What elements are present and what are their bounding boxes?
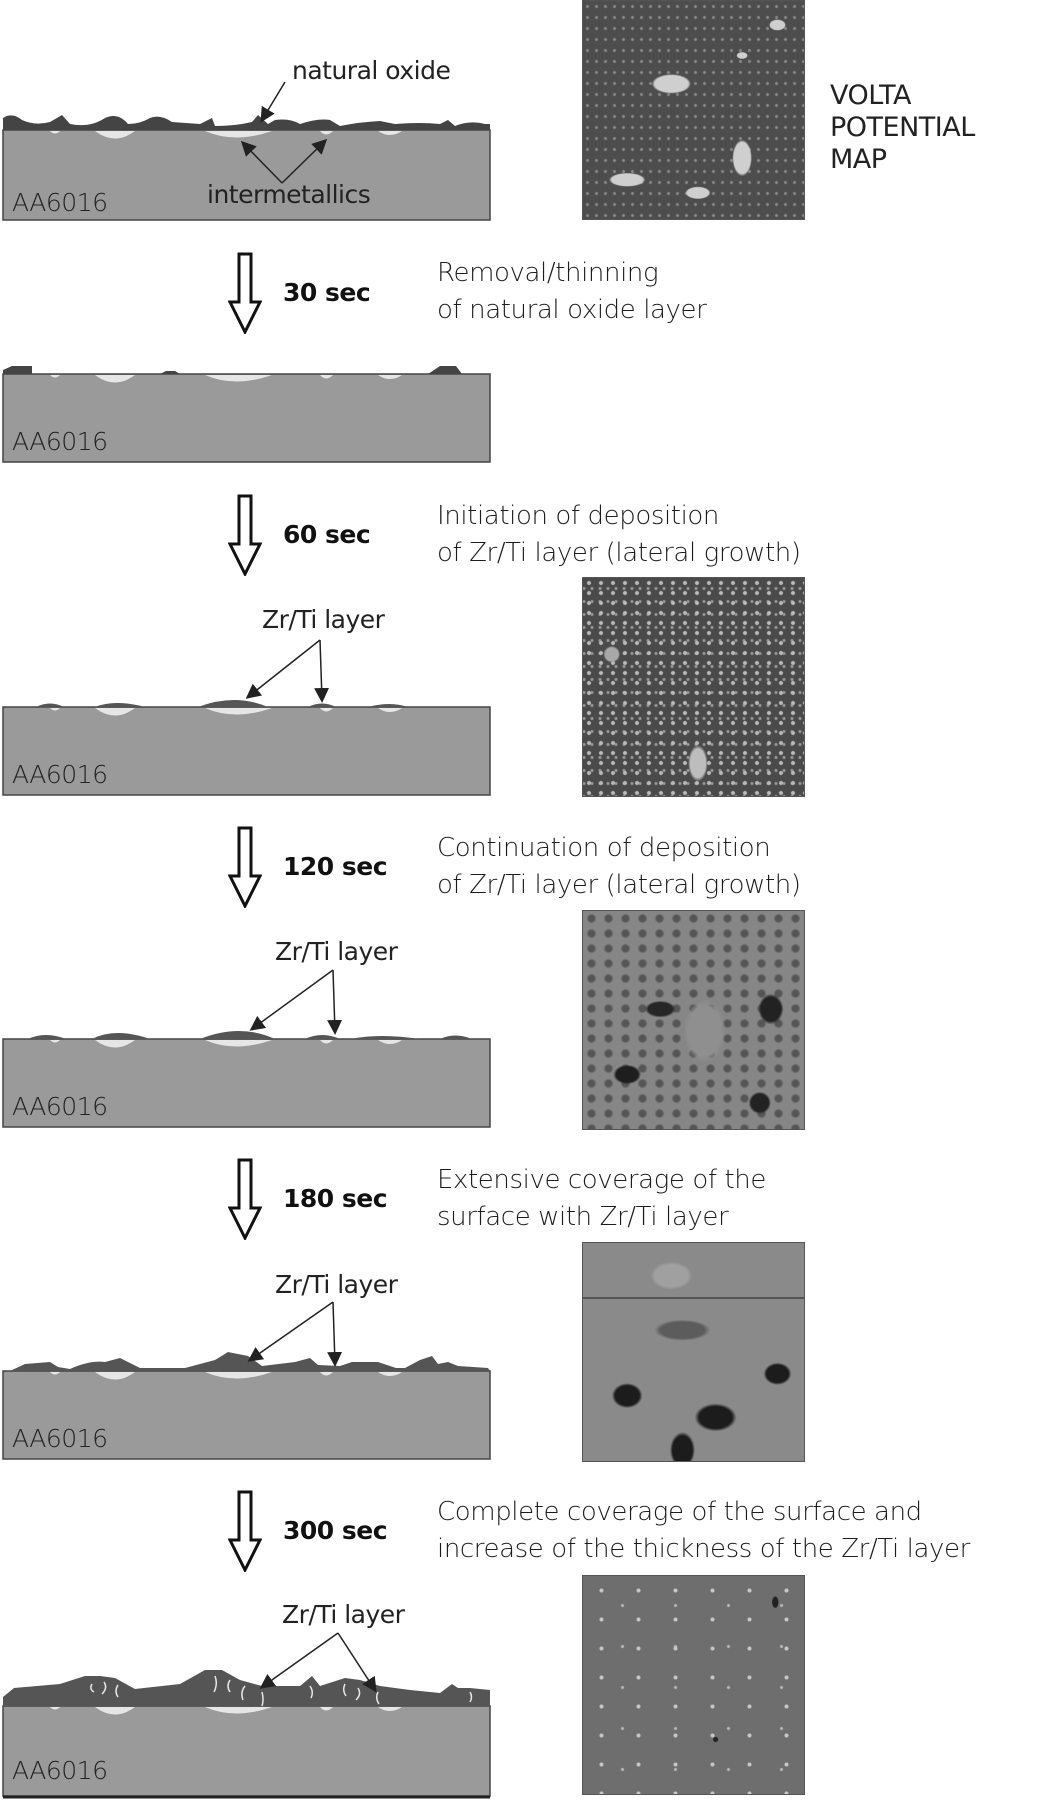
step-desc-300: Complete coverage of the surface and inc… xyxy=(437,1494,970,1568)
step-time-30: 30 sec xyxy=(283,278,371,307)
desc-line1: Continuation of deposition xyxy=(437,833,771,863)
substrate-label: AA6016 xyxy=(12,427,108,456)
substrate-label: AA6016 xyxy=(12,760,108,789)
step-time-180: 180 sec xyxy=(283,1184,388,1213)
step-desc-180: Extensive coverage of the surface with Z… xyxy=(437,1162,766,1236)
down-arrow-icon xyxy=(228,252,262,334)
volta-potential-map-180s xyxy=(582,1242,805,1462)
desc-line1: Extensive coverage of the xyxy=(437,1165,766,1195)
desc-line1: Complete coverage of the surface and xyxy=(437,1497,922,1527)
zr-ti-layer-callout: Zr/Ti layer xyxy=(282,1600,405,1629)
cross-section-30s xyxy=(2,366,491,463)
step-time-300: 300 sec xyxy=(283,1516,388,1545)
volta-potential-map-initial xyxy=(582,0,805,220)
down-arrow-icon xyxy=(228,494,262,576)
intermetallic-callout-arrow-right xyxy=(281,138,328,184)
down-arrow-icon xyxy=(228,1490,262,1572)
step-desc-120: Continuation of deposition of Zr/Ti laye… xyxy=(437,830,801,904)
volta-potential-map-60s xyxy=(582,577,805,797)
initial-cross-section xyxy=(2,81,491,221)
substrate-label: AA6016 xyxy=(12,188,108,217)
substrate-label: AA6016 xyxy=(12,1424,108,1453)
desc-line1: Initiation of deposition xyxy=(437,501,719,531)
desc-line2: increase of the thickness of the Zr/Ti l… xyxy=(437,1534,970,1564)
desc-line2: of natural oxide layer xyxy=(437,295,707,325)
down-arrow-icon xyxy=(228,1158,262,1240)
volta-potential-map-label: VOLTA POTENTIAL MAP xyxy=(830,80,1060,176)
cross-section-120s xyxy=(2,969,491,1128)
step-desc-30: Removal/thinning of natural oxide layer xyxy=(437,255,707,329)
zr-ti-layer-callout: Zr/Ti layer xyxy=(262,605,385,634)
zr-ti-layer-callout: Zr/Ti layer xyxy=(275,937,398,966)
substrate-label: AA6016 xyxy=(12,1092,108,1121)
intermetallics-callout: intermetallics xyxy=(207,180,371,209)
step-time-120: 120 sec xyxy=(283,852,388,881)
intermetallic-callout-arrow-left xyxy=(240,140,283,184)
desc-line2: surface with Zr/Ti layer xyxy=(437,1202,729,1232)
volta-label-line2: MAP xyxy=(830,144,887,175)
oxide-callout-arrow xyxy=(260,81,286,123)
step-desc-60: Initiation of deposition of Zr/Ti layer … xyxy=(437,498,801,572)
cross-section-300s xyxy=(2,1632,491,1799)
natural-oxide-callout: natural oxide xyxy=(292,56,451,85)
cross-section-60s xyxy=(2,639,491,796)
desc-line1: Removal/thinning xyxy=(437,258,659,288)
step-time-60: 60 sec xyxy=(283,520,371,549)
zr-ti-layer-callout: Zr/Ti layer xyxy=(275,1270,398,1299)
desc-line2: of Zr/Ti layer (lateral growth) xyxy=(437,538,801,568)
cross-section-180s xyxy=(2,1301,491,1460)
substrate-label: AA6016 xyxy=(12,1756,108,1785)
down-arrow-icon xyxy=(228,826,262,908)
volta-label-line1: VOLTA POTENTIAL xyxy=(830,80,975,143)
volta-potential-map-300s xyxy=(582,1575,805,1795)
desc-line2: of Zr/Ti layer (lateral growth) xyxy=(437,870,801,900)
volta-potential-map-120s xyxy=(582,910,805,1130)
